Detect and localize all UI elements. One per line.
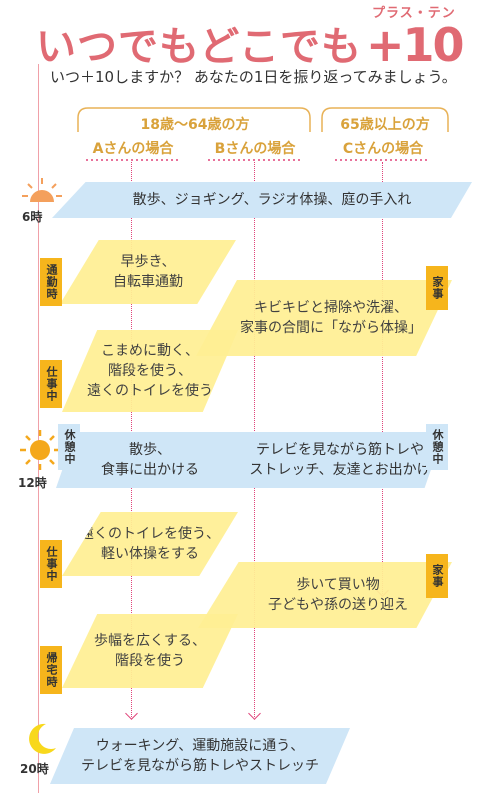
band-housework2-text: 歩いて買い物 子どもや孫の送り迎え: [268, 577, 408, 613]
tag-break-right: 休憩中: [426, 424, 448, 470]
tag-commute: 通勤時: [40, 258, 62, 306]
band-work1-text: こまめに動く、 階段を使う、 遠くのトイレを使う: [87, 343, 213, 399]
plus10-ruby: プラス・テン: [372, 6, 456, 21]
band-return: 歩幅を広くする、 階段を使う: [62, 614, 238, 688]
person-c-label: Cさんの場合: [342, 141, 424, 157]
band-housework1-text: キビキビと掃除や洗濯、 家事の合間に「ながら体操」: [240, 300, 422, 336]
band-work2: 遠くのトイレを使う、 軽い体操をする: [62, 512, 238, 576]
line-c: [382, 162, 383, 594]
tag-housework1: 家事: [426, 266, 448, 310]
arrow-b: [248, 707, 261, 720]
subtitle: いつ＋10しますか？ あなたの1日を振り返ってみましょう。: [50, 68, 457, 86]
tag-work2: 仕事中: [40, 540, 62, 588]
band-housework1: キビキビと掃除や洗濯、 家事の合間に「ながら体操」: [196, 280, 452, 356]
band-morning: 散歩、ジョギング、ラジオ体操、庭の手入れ: [52, 182, 472, 218]
tag-housework2: 家事: [426, 554, 448, 598]
band-commute-text: 早歩き、 自転車通勤: [113, 254, 183, 290]
tag-return: 帰宅時: [40, 646, 62, 694]
person-b-label: Bさんの場合: [214, 141, 296, 157]
band-evening: ウォーキング、運動施設に通う、 テレビを見ながら筋トレやストレッチ: [50, 728, 350, 784]
timeline-axis: [38, 64, 39, 793]
band-work2-text: 遠くのトイレを使う、 軽い体操をする: [80, 526, 220, 562]
time-6: 6時: [22, 210, 43, 224]
band-evening-text: ウォーキング、運動施設に通う、 テレビを見ながら筋トレやストレッチ: [81, 738, 319, 774]
sunrise-icon: [22, 178, 62, 202]
band-return-text: 歩幅を広くする、 階段を使う: [94, 633, 206, 669]
band-work1: こまめに動く、 階段を使う、 遠くのトイレを使う: [62, 330, 238, 412]
tag-break-left: 休憩中: [58, 424, 80, 470]
page-title: いつでもどこでも: [36, 24, 362, 70]
band-noon: 散歩、 食事に出かける テレビを見ながら筋トレや ストレッチ、友達とお出かけ: [56, 432, 444, 488]
arrow-a: [125, 707, 138, 720]
group-adult-label: 18歳～64歳の方: [140, 117, 250, 133]
group-brackets: [77, 107, 449, 161]
tag-work1: 仕事中: [40, 360, 62, 408]
plus10-logo: +10: [366, 18, 465, 72]
band-noon-right-text: テレビを見ながら筋トレや ストレッチ、友達とお出かけ: [249, 442, 431, 478]
band-morning-text: 散歩、ジョギング、ラジオ体操、庭の手入れ: [132, 192, 412, 208]
time-20: 20時: [20, 762, 49, 776]
band-commute: 早歩き、 自転車通勤: [60, 240, 236, 304]
group-senior-label: 65歳以上の方: [340, 117, 430, 133]
person-a-label: Aさんの場合: [92, 141, 174, 157]
moon-icon: [29, 723, 56, 754]
band-housework2: 歩いて買い物 子どもや孫の送り迎え: [198, 562, 452, 628]
sun-icon: [20, 430, 60, 470]
band-noon-left-text: 散歩、 食事に出かける: [101, 442, 199, 478]
time-12: 12時: [18, 476, 47, 490]
